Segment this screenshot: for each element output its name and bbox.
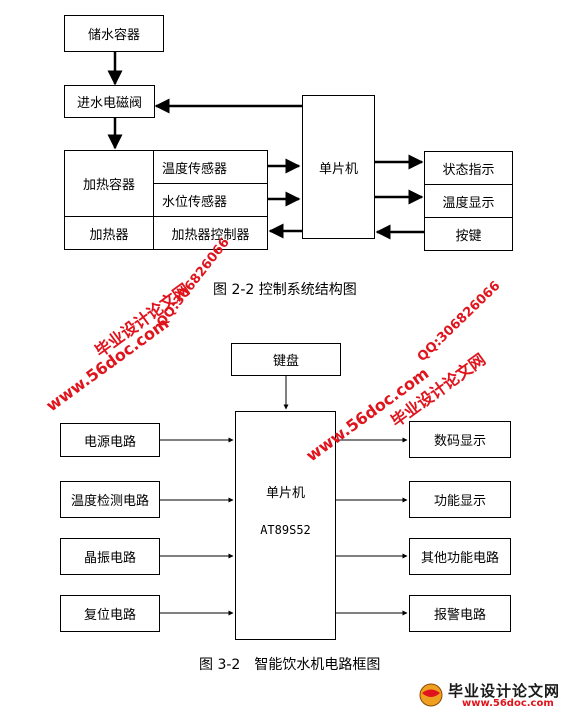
reset-circuit-box: 复位电路 [60, 595, 160, 632]
heater-box: 加热器 [64, 216, 154, 250]
storage-container-box: 储水容器 [64, 15, 164, 52]
temp-sensor-box: 温度传感器 [153, 150, 268, 184]
logo-sitename: 毕业设计论文网 [448, 682, 561, 700]
temp-display-box: 温度显示 [424, 184, 513, 218]
mcu-box-fig2: 单片机 AT89S52 [235, 411, 336, 640]
mcu-label: 单片机 [265, 486, 305, 501]
site-logo: 毕业设计论文网 www.56doc.com [418, 680, 574, 710]
power-circuit-box: 电源电路 [60, 423, 160, 457]
function-display-box: 功能显示 [409, 481, 511, 518]
heater-controller-box: 加热器控制器 [153, 216, 268, 250]
status-indicator-box: 状态指示 [424, 151, 513, 185]
inlet-valve-box: 进水电磁阀 [64, 85, 155, 118]
figure2-caption: 图 3-2 智能饮水机电路框图 [199, 657, 381, 673]
level-sensor-box: 水位传感器 [153, 183, 268, 217]
keyboard-box: 键盘 [231, 343, 341, 376]
logo-globe-icon [419, 683, 443, 707]
alarm-circuit-box: 报警电路 [409, 595, 511, 632]
figure1-caption: 图 2-2 控制系统结构图 [213, 282, 357, 298]
heating-container-box: 加热容器 [64, 150, 154, 217]
keys-box: 按键 [424, 217, 513, 251]
temp-detect-circuit-box: 温度检测电路 [60, 481, 160, 518]
crystal-circuit-box: 晶振电路 [60, 538, 160, 575]
digit-display-box: 数码显示 [409, 421, 511, 458]
chip-label: AT89S52 [260, 523, 311, 537]
other-circuit-box: 其他功能电路 [409, 538, 511, 575]
logo-url: www.56doc.com [462, 698, 554, 709]
mcu-box-fig1: 单片机 [302, 95, 375, 239]
